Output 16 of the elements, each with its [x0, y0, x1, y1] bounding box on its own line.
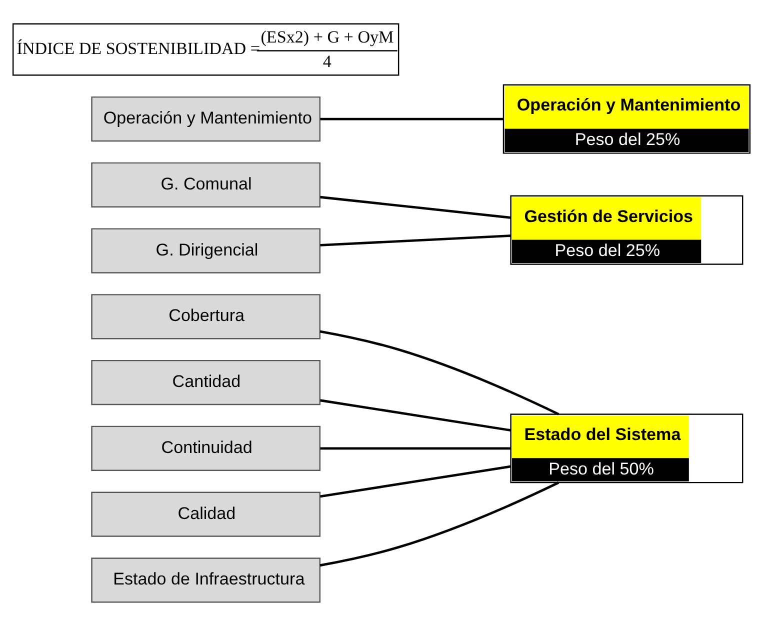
node-box: Calidad: [91, 491, 320, 536]
connector: [320, 446, 511, 450]
node-box: Estado de Infraestructura: [91, 557, 320, 602]
node-box: Continuidad: [91, 425, 320, 470]
connector: [320, 234, 511, 246]
node-box: Cantidad: [91, 359, 320, 405]
node-box: G. Comunal: [91, 162, 320, 207]
node-box: Operación y Mantenimiento: [91, 96, 320, 142]
connector: [320, 464, 511, 498]
connector: [320, 330, 560, 415]
connector: [320, 398, 511, 432]
connector: [320, 195, 511, 218]
connector: [320, 481, 560, 566]
connector: [320, 117, 504, 120]
node-box: G. Dirigencial: [91, 228, 320, 273]
node-box: Cobertura: [91, 294, 320, 339]
